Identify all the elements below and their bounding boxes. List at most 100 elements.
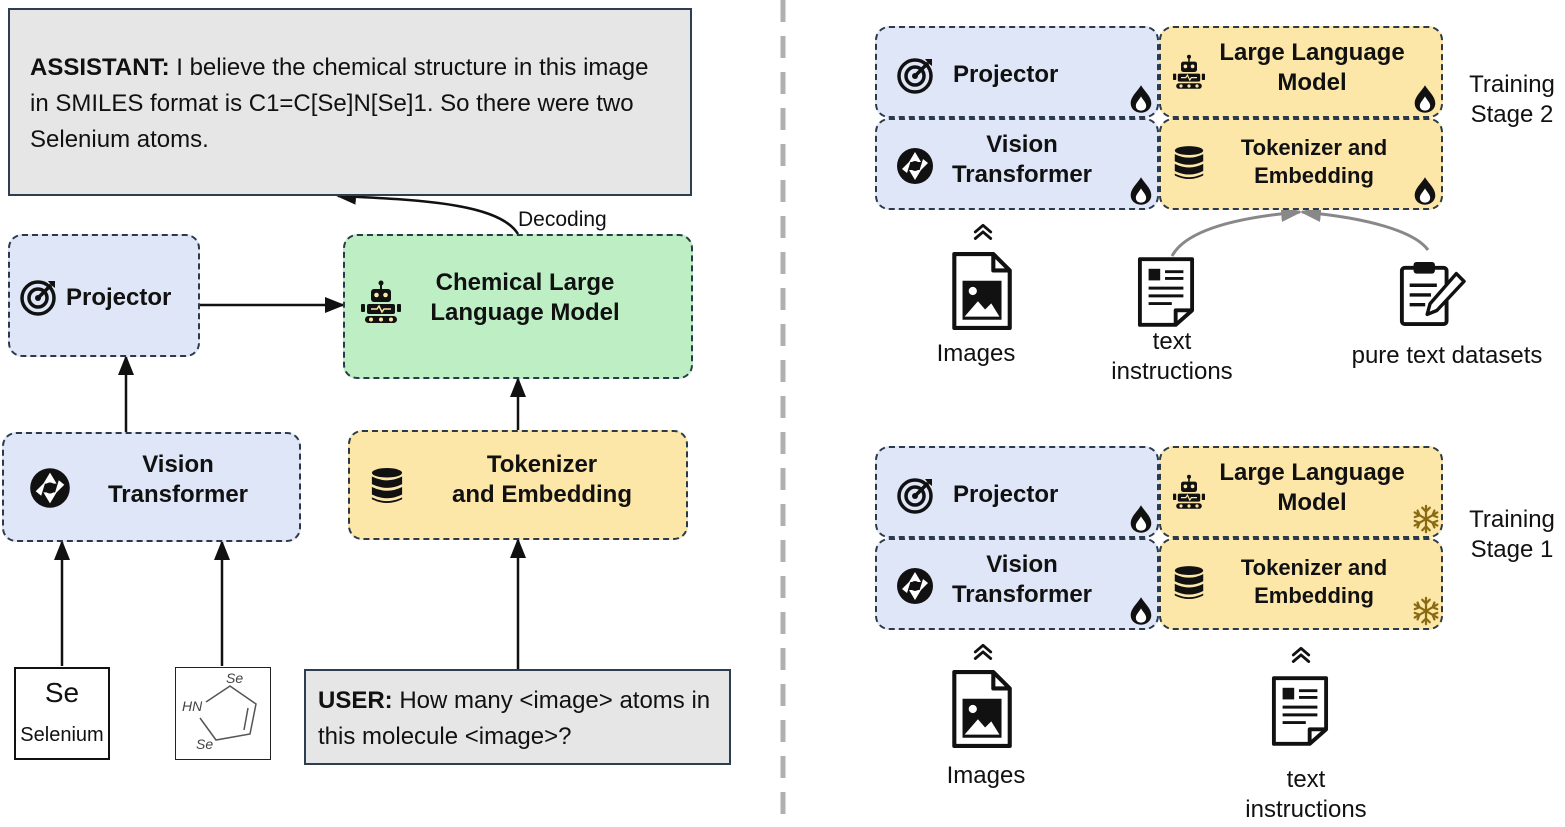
selenium-element-card: Se Selenium	[14, 667, 110, 760]
user-text: How many <image> atoms in this molecule …	[318, 687, 711, 750]
clipboard-edit-icon	[1398, 260, 1466, 328]
stage2-tok-line1: Tokenizer and	[1240, 135, 1388, 160]
database-icon	[1173, 144, 1205, 182]
sketch-se-bottom: Se	[196, 736, 214, 752]
text-to-tokenizer-arrow	[1170, 205, 1303, 257]
flame-icon	[1129, 176, 1153, 206]
stage1-llm-line2: Model	[1277, 489, 1347, 516]
stage1-llm-label: Large Language Model	[1201, 458, 1423, 518]
stage2-tokenizer-label: Tokenizer and Embedding	[1205, 134, 1423, 189]
stage1-tok-line2: Embedding	[1254, 582, 1374, 608]
stage1-text-line2: instructions	[1245, 796, 1367, 823]
target-icon	[18, 278, 58, 318]
vit-label: Vision Transformer	[88, 450, 268, 510]
sketch-se-top: Se	[226, 670, 244, 686]
stage2-title: Training Stage 2	[1462, 70, 1562, 130]
user-prompt-box: USER: How many <image> atoms in this mol…	[304, 669, 731, 765]
tokenizer-line2: and Embedding	[452, 481, 632, 508]
stage2-title-line2: Stage 2	[1470, 101, 1554, 128]
stage1-llm-block: Large Language Model	[1159, 446, 1443, 538]
stage2-text-line2: instructions	[1111, 358, 1233, 385]
flame-icon	[1129, 596, 1153, 626]
camera-aperture-icon	[895, 566, 935, 606]
projector-label: Projector	[66, 284, 172, 311]
stage1-tokenizer-block: Tokenizer and Embedding	[1159, 538, 1443, 630]
chemical-llm-block: Chemical Large Language Model	[343, 234, 693, 379]
stage1-llm-line1: Large Language	[1219, 459, 1405, 486]
database-icon	[1173, 564, 1205, 602]
stage2-tokenizer-block: Tokenizer and Embedding	[1159, 118, 1443, 210]
user-prefix: USER:	[318, 687, 393, 714]
document-icon	[1271, 675, 1329, 747]
chemical-llm-line1: Chemical Large	[435, 269, 615, 296]
stage2-vit-block: Vision Transformer	[875, 118, 1159, 210]
vision-transformer-block: Vision Transformer	[2, 432, 301, 542]
chevron-up-icon	[972, 642, 994, 664]
projector-block: Projector	[8, 234, 200, 357]
chevron-up-icon	[972, 222, 994, 244]
vit-line1: Vision	[142, 451, 214, 478]
pure-text-to-tokenizer-arrow	[1299, 205, 1430, 251]
target-icon	[895, 476, 935, 516]
decoding-arrow	[336, 188, 520, 235]
snowflake-icon	[1411, 596, 1441, 626]
stage2-title-line1: Training	[1469, 71, 1555, 98]
stage1-projector-label: Projector	[953, 481, 1059, 508]
flame-icon	[1129, 84, 1153, 114]
stage1-vit-line1: Vision	[986, 551, 1058, 578]
molecule-sketch: Se HN Se	[175, 667, 271, 760]
stage2-text-line1: text	[1152, 328, 1192, 355]
stage2-projector-label: Projector	[953, 61, 1059, 88]
tokenizer-block: Tokenizer and Embedding	[348, 430, 688, 540]
flame-icon	[1413, 176, 1437, 206]
chevron-up-icon	[1290, 645, 1312, 667]
stage1-vit-block: Vision Transformer	[875, 538, 1159, 630]
stage2-llm-block: Large Language Model	[1159, 26, 1443, 118]
tokenizer-line1: Tokenizer	[486, 451, 598, 478]
stage2-vit-line2: Transformer	[951, 161, 1093, 188]
stage2-llm-line2: Model	[1277, 69, 1347, 96]
stage1-vit-line2: Transformer	[951, 581, 1093, 608]
stage2-images-label: Images	[936, 340, 1016, 367]
image-file-icon	[950, 670, 1012, 748]
se-symbol: Se	[44, 677, 80, 708]
snowflake-icon	[1411, 504, 1441, 534]
camera-aperture-icon	[895, 146, 935, 186]
assistant-prefix: ASSISTANT:	[30, 54, 170, 81]
sketch-hn: HN	[182, 698, 203, 714]
target-icon	[895, 56, 935, 96]
stage1-images-label: Images	[946, 762, 1026, 789]
stage1-title-line1: Training	[1469, 506, 1555, 533]
stage1-title: Training Stage 1	[1462, 505, 1562, 565]
stage2-llm-line1: Large Language	[1219, 39, 1405, 66]
stage2-vit-line1: Vision	[986, 131, 1058, 158]
stage2-llm-label: Large Language Model	[1201, 38, 1423, 98]
vit-line2: Transformer	[107, 481, 249, 508]
stage2-projector-block: Projector	[875, 26, 1159, 118]
stage1-projector-block: Projector	[875, 446, 1159, 538]
database-icon	[370, 466, 404, 506]
se-name: Selenium	[20, 724, 104, 746]
stage1-title-line2: Stage 1	[1470, 536, 1554, 563]
assistant-response-box: ASSISTANT: I believe the chemical struct…	[8, 8, 692, 196]
stage1-text-instructions-label: text instructions	[1226, 765, 1386, 825]
image-file-icon	[950, 252, 1012, 330]
camera-aperture-icon	[28, 466, 72, 510]
stage2-text-instructions-label: text instructions	[1092, 327, 1252, 387]
robot-icon	[361, 280, 401, 324]
stage2-vit-label: Vision Transformer	[935, 130, 1109, 190]
stage2-tok-line2: Embedding	[1254, 162, 1374, 188]
chemical-llm-label: Chemical Large Language Model	[405, 268, 645, 328]
molecule-drawing	[199, 685, 257, 741]
assistant-text: I believe the chemical structure in this…	[30, 54, 649, 153]
flame-icon	[1129, 504, 1153, 534]
pure-text-datasets-label: pure text datasets	[1351, 342, 1543, 369]
stage1-vit-label: Vision Transformer	[935, 550, 1109, 610]
stage1-tokenizer-label: Tokenizer and Embedding	[1205, 554, 1423, 609]
document-icon	[1137, 256, 1195, 328]
flame-icon	[1413, 84, 1437, 114]
stage1-text-line1: text	[1286, 766, 1326, 793]
decoding-label: Decoding	[518, 208, 607, 231]
tokenizer-label: Tokenizer and Embedding	[422, 450, 662, 510]
